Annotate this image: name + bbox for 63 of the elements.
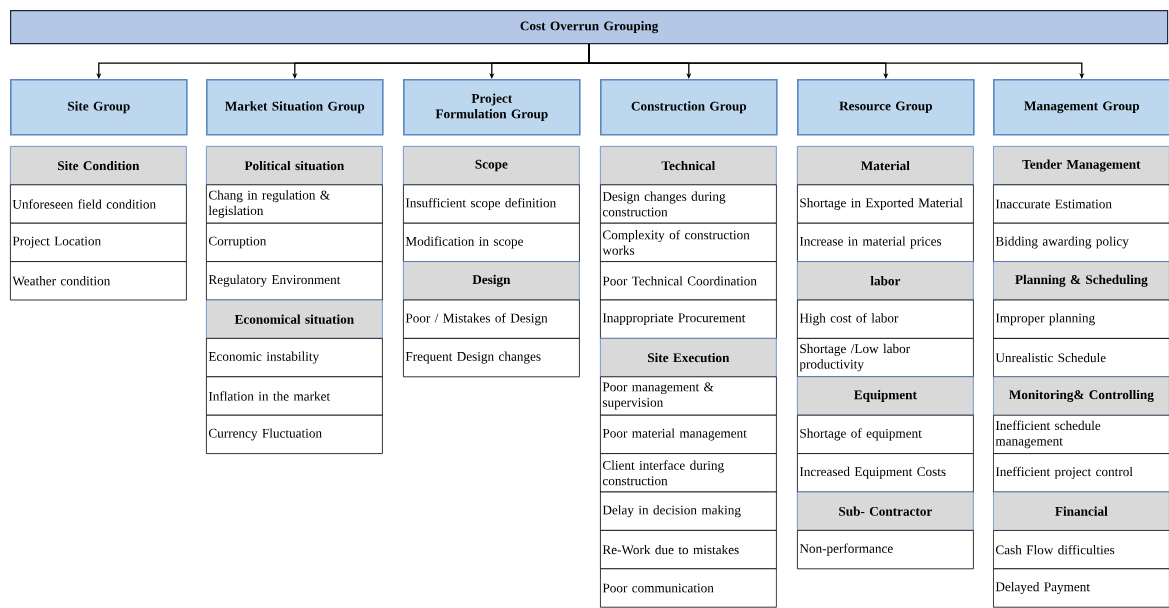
cause-cell: Project Location	[10, 222, 187, 262]
cause-cell: Shortage of equipment	[797, 414, 974, 454]
header-cell: Tender Management	[993, 146, 1169, 186]
cause-cell: Increase in material prices	[797, 222, 974, 262]
cause-cell: Inflation in the market	[206, 376, 383, 416]
group-box: Site Group	[10, 79, 188, 136]
cause-cell: Inappropriate Procurement	[600, 299, 777, 339]
cause-cell: Complexity of construction works	[600, 222, 777, 262]
group-box: Project Formulation Group	[403, 79, 581, 136]
cause-cell: Delay in decision making	[600, 491, 777, 531]
cause-cell: High cost of labor	[797, 299, 974, 339]
cause-cell: Increased Equipment Costs	[797, 453, 974, 493]
cause-cell: Insufficient scope definition	[403, 184, 580, 224]
cause-cell: Bidding awarding policy	[993, 222, 1169, 262]
cause-cell: Unrealistic Schedule	[993, 338, 1169, 378]
cause-cell: Chang in regulation & legislation	[206, 184, 383, 224]
cause-cell: Modification in scope	[403, 222, 580, 262]
header-cell: Financial	[993, 491, 1169, 531]
header-cell: Site Condition	[10, 146, 187, 186]
node-label: Inefficient schedule management	[995, 420, 1101, 449]
header-cell: Design	[403, 261, 580, 301]
cause-cell: Poor communication	[600, 568, 777, 608]
header-cell: labor	[797, 261, 974, 301]
header-cell: Sub- Contractor	[797, 491, 974, 531]
header-cell: Political situation	[206, 146, 383, 186]
group-box: Construction Group	[600, 79, 778, 136]
title-box: Cost Overrun Grouping	[10, 10, 1169, 45]
cause-cell: Economic instability	[206, 338, 383, 378]
header-cell: Monitoring& Controlling	[993, 376, 1169, 416]
cause-cell: Regulatory Environment	[206, 261, 383, 301]
group-box: Market Situation Group	[206, 79, 384, 136]
cause-cell: Re-Work due to mistakes	[600, 530, 777, 570]
group-box: Resource Group	[797, 79, 975, 136]
header-cell: Site Execution	[600, 338, 777, 378]
header-cell: Material	[797, 146, 974, 186]
header-cell: Scope	[403, 146, 580, 186]
cause-cell: Inefficient project control	[993, 453, 1169, 493]
header-cell: Equipment	[797, 376, 974, 416]
cause-cell: Currency Fluctuation	[206, 414, 383, 454]
cause-cell: Poor Technical Coordination	[600, 261, 777, 301]
node-label: Cash Flow difficulties	[995, 544, 1115, 555]
cause-cell: Shortage in Exported Material	[797, 184, 974, 224]
cause-cell: Inaccurate Estimation	[993, 184, 1169, 224]
cause-cell: Improper planning	[993, 299, 1169, 339]
cause-cell: Shortage /Low labor productivity	[797, 338, 974, 378]
cause-cell: Poor management & supervision	[600, 376, 777, 416]
cause-cell: Non-performance	[797, 530, 974, 570]
header-cell: Economical situation	[206, 299, 383, 339]
group-box: Management Group	[993, 79, 1169, 136]
cause-cell: Poor / Mistakes of Design	[403, 299, 580, 339]
cause-cell: Weather condition	[10, 261, 187, 301]
cause-cell: Frequent Design changes	[403, 338, 580, 378]
cause-cell: Corruption	[206, 222, 383, 262]
header-cell: Technical	[600, 146, 777, 186]
cause-cell: Poor material management	[600, 414, 777, 454]
cause-cell: Design changes during construction	[600, 184, 777, 224]
cause-cell: Cash Flow difficulties	[993, 530, 1169, 570]
header-cell: Planning & Scheduling	[993, 261, 1169, 301]
cause-cell: Client interface during construction	[600, 453, 777, 493]
cause-cell: Delayed Payment	[993, 568, 1169, 608]
arrow	[588, 43, 1085, 79]
cause-cell: Unforeseen field condition	[10, 184, 187, 224]
cause-cell: Inefficient schedule management	[993, 414, 1169, 454]
